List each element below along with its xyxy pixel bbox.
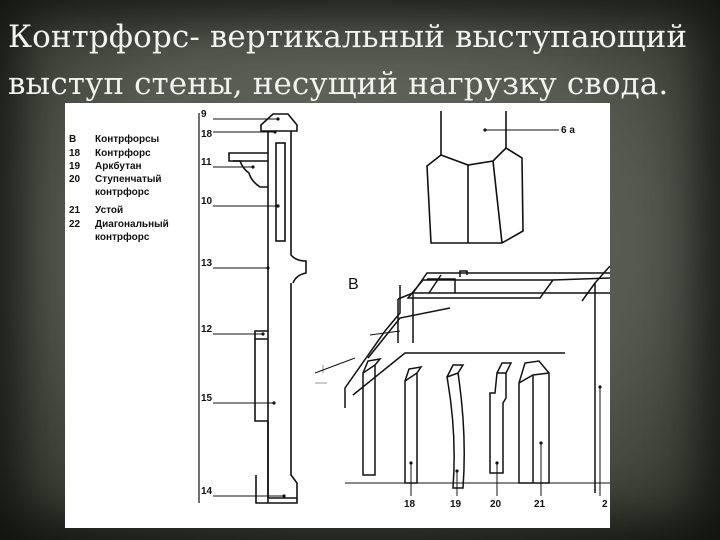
legend-item-20-line2: контрфорс	[95, 186, 150, 198]
legend-item-21: Устой	[95, 205, 123, 216]
legend: В Контрфорсы 18 Контрфорс 19 Аркбутан 20…	[69, 133, 169, 243]
wall-section-drawing	[198, 113, 307, 504]
bottom-label-20: 20	[490, 499, 502, 510]
view-label-b: В	[348, 276, 359, 293]
label-6a: 6 а	[561, 125, 575, 136]
legend-item-22-line1: Диагональный	[95, 219, 169, 230]
slide-title: Контрфорс- вертикальный выступающий выст…	[8, 14, 708, 108]
bottom-label-21: 21	[534, 499, 546, 510]
label-18: 18	[201, 129, 213, 140]
section-labels: 9 18 11 10 13 12 15 14	[201, 109, 213, 497]
label-9: 9	[201, 109, 207, 120]
legend-item-20-line1: Ступенчатый	[95, 174, 162, 185]
label-11: 11	[201, 157, 212, 168]
legend-code-20: 20	[69, 174, 81, 185]
legend-header-code: В	[69, 134, 76, 145]
buttress-diagram: В Контрфорсы 18 Контрфорс 19 Аркбутан 20…	[69, 109, 610, 510]
label-10: 10	[201, 196, 213, 207]
buttress-diagram-panel: В Контрфорсы 18 Контрфорс 19 Аркбутан 20…	[65, 103, 610, 528]
label-12: 12	[201, 324, 213, 335]
bottom-labels: 18 19 20 21 2	[404, 499, 608, 510]
label-15: 15	[201, 393, 213, 404]
legend-item-22-line2: контрфорс	[95, 231, 150, 243]
legend-code-22: 22	[69, 219, 81, 230]
bottom-label-18: 18	[404, 499, 416, 510]
pier-drawing	[426, 111, 559, 244]
legend-code-21: 21	[69, 205, 81, 216]
legend-item-19: Аркбутан	[95, 160, 142, 172]
buttress-perspective-drawing	[314, 265, 610, 496]
title-line-2: выступ стены, несущий нагрузку свода.	[8, 66, 669, 102]
bottom-label-22: 2	[602, 499, 608, 510]
legend-item-18: Контрфорс	[95, 147, 151, 159]
label-13: 13	[201, 258, 213, 269]
legend-code-19: 19	[69, 161, 81, 172]
bottom-label-19: 19	[450, 499, 462, 510]
legend-code-18: 18	[69, 148, 81, 159]
legend-header-text: Контрфорсы	[95, 133, 159, 145]
title-line-1: Контрфорс- вертикальный выступающий	[8, 19, 688, 55]
label-14: 14	[201, 486, 213, 497]
